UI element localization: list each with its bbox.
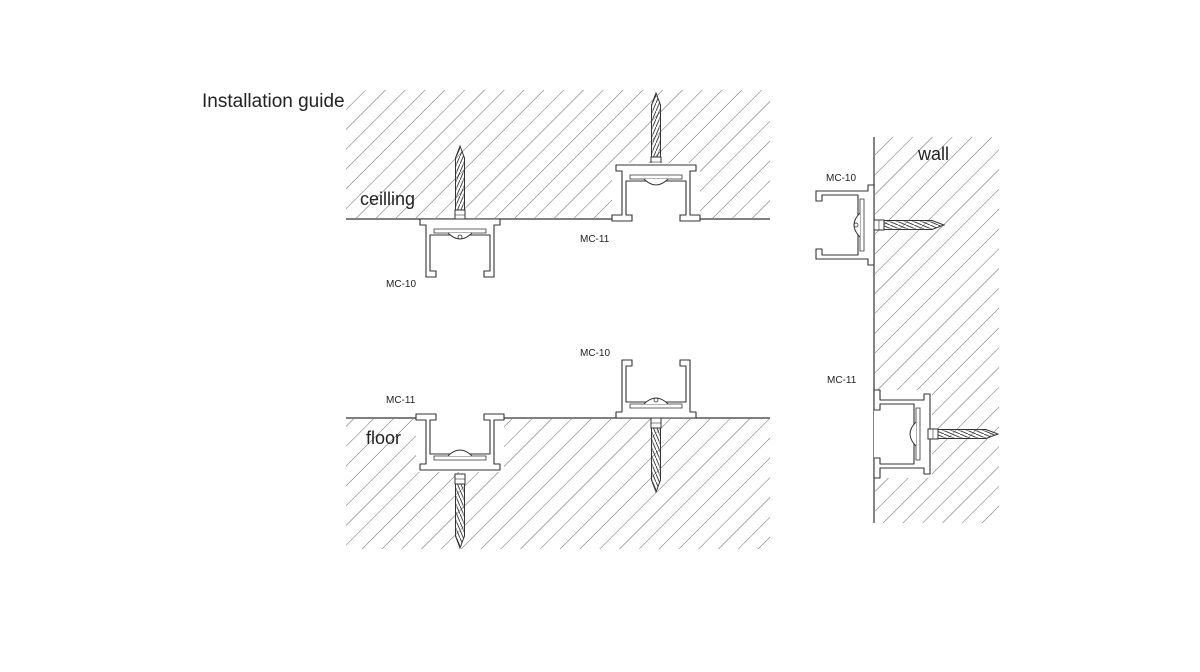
- floor-screw-right: [650, 417, 662, 493]
- wall-screw-bottom: [927, 428, 999, 440]
- ceiling-profile-mc11: [611, 163, 701, 222]
- floor-label: floor: [366, 428, 401, 448]
- wall-mc10-label: MC-10: [826, 173, 856, 184]
- floor-mc11-label: MC-11: [386, 395, 416, 406]
- ceiling-label: ceilling: [360, 189, 415, 209]
- floor-section: floor MC-11 MC-10: [346, 348, 770, 549]
- ceiling-screw-right: [650, 92, 662, 168]
- ceiling-profile-mc10: [419, 218, 501, 278]
- ceiling-screw-left: [454, 145, 466, 221]
- floor-profile-mc10: [615, 359, 697, 419]
- floor-hatch: [346, 419, 770, 549]
- diagram-title: Installation guide: [202, 91, 345, 112]
- floor-mc10-label: MC-10: [580, 348, 610, 359]
- wall-profile-mc10: [815, 184, 875, 266]
- wall-mc11-label: MC-11: [827, 375, 857, 386]
- ceiling-mc11-label: MC-11: [580, 234, 610, 245]
- ceiling-mc10-label: MC-10: [386, 279, 416, 290]
- wall-screw-top: [873, 219, 945, 231]
- floor-screw-left: [454, 473, 466, 549]
- wall-profile-mc11: [873, 389, 932, 479]
- wall-section: wall MC-10 MC-11: [815, 137, 999, 523]
- ceiling-section: ceilling MC-10 MC-11: [346, 90, 770, 290]
- wall-label: wall: [917, 144, 949, 164]
- floor-profile-mc11: [415, 412, 505, 472]
